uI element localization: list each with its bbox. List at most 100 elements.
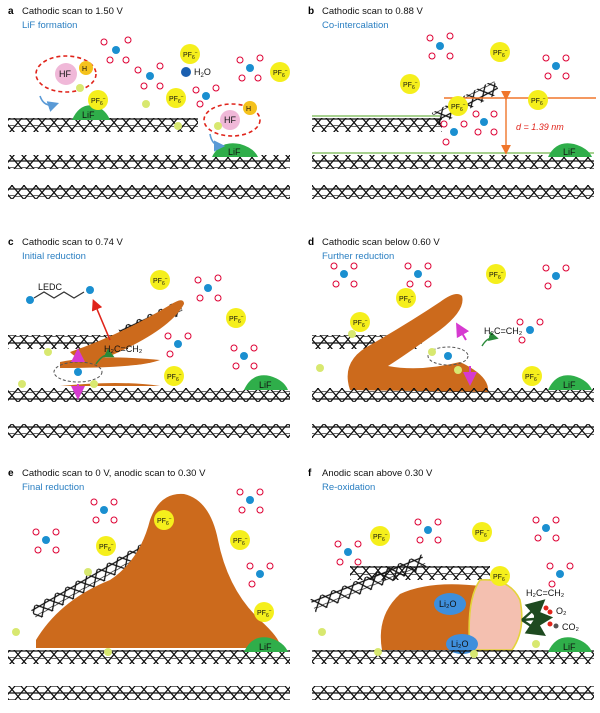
solvated-li-cluster — [546, 562, 574, 588]
electron — [454, 366, 462, 374]
o2-molecule — [543, 605, 549, 611]
hf-reaction-ring — [35, 55, 97, 93]
pf6-anion: PF6− — [472, 522, 492, 542]
solvated-li-cluster — [330, 262, 358, 288]
ethylene-label: H₂C=CH₂ — [104, 344, 143, 354]
li-ion — [86, 286, 94, 294]
hf-molecule — [55, 63, 77, 85]
lif-deposit — [548, 143, 592, 157]
pf6-anion: PF6− — [226, 308, 246, 328]
solvated-li-cluster — [230, 344, 258, 370]
panel-subtitle-b: Co-intercalation — [322, 20, 389, 31]
solvated-li-cluster — [414, 518, 442, 544]
solvated-li-cluster — [236, 54, 264, 82]
pf6-anion: PF6− — [254, 602, 274, 622]
reaction-arrow — [209, 133, 226, 152]
panel-title-e: Cathodic scan to 0 V, anodic scan to 0.3… — [22, 468, 206, 479]
pf6-anion: PF6− — [96, 536, 116, 556]
electron — [44, 348, 52, 356]
h2-label: H — [82, 66, 87, 73]
spacing-label: d = 1.39 nm — [516, 122, 564, 132]
li-ion — [444, 352, 452, 360]
li2o-label: Li₂O — [439, 599, 457, 609]
svg-text:PF6−: PF6− — [353, 318, 368, 329]
li2o-particle — [434, 593, 466, 615]
svg-text:PF6−: PF6− — [233, 536, 248, 547]
lif-deposit — [244, 637, 288, 652]
ledc-molecule — [33, 291, 85, 299]
reduction-arrow — [456, 322, 470, 341]
graphene-layer — [8, 118, 198, 132]
gas-evolution-arrow — [521, 599, 546, 621]
svg-text:PF6−: PF6− — [451, 102, 466, 113]
graphene-layer — [312, 118, 442, 132]
sei-organic — [60, 383, 160, 386]
electron — [174, 122, 182, 130]
graphene-layer — [8, 155, 290, 169]
svg-text:PF6−: PF6− — [167, 372, 182, 383]
electron — [470, 650, 478, 658]
svg-text:PF6−: PF6− — [475, 528, 490, 539]
sei-organic — [70, 300, 184, 360]
solvation-shell — [427, 346, 469, 366]
solvated-li-cluster — [542, 54, 570, 80]
electron — [374, 648, 382, 656]
solvated-li-cluster — [90, 498, 118, 524]
li-ion — [74, 368, 82, 376]
panel-subtitle-f: Re-oxidation — [322, 482, 375, 493]
solvated-li-cluster — [472, 110, 498, 136]
lif-label: LiF — [563, 147, 576, 157]
solvated-li-cluster — [334, 540, 362, 566]
svg-text:PF6−: PF6− — [403, 80, 418, 91]
lif-label: LiF — [82, 110, 95, 120]
svg-text:PF6−: PF6− — [257, 608, 272, 619]
li2o-particle — [446, 634, 478, 654]
panel-letter-b: b — [308, 6, 314, 17]
o2-label: O₂ — [556, 606, 567, 616]
hf-label: HF — [59, 69, 71, 79]
solvated-li-cluster — [246, 562, 274, 588]
lif-label: LiF — [228, 147, 241, 157]
solvated-li-cluster — [100, 36, 132, 64]
solvated-li-cluster — [516, 318, 544, 344]
pf6-anion: PF6− — [370, 526, 390, 546]
solvated-li-cluster — [134, 62, 164, 90]
solvation-shell — [53, 361, 103, 383]
water-label: H2O — [194, 67, 211, 79]
lif-label: LiF — [563, 380, 576, 390]
pf6-anion: PF6− — [528, 90, 548, 110]
graphene-layer-expanded — [30, 538, 159, 621]
svg-text:PF6−: PF6− — [183, 50, 198, 61]
graphene-layer — [312, 388, 594, 402]
electron — [12, 628, 20, 636]
panel-subtitle-e: Final reduction — [22, 482, 84, 493]
pf6-anion: PF6− — [166, 88, 186, 108]
pf6-anion: PF6− — [396, 288, 416, 308]
electron — [348, 330, 356, 338]
pf6-anion: PF6− — [270, 62, 290, 82]
panel-letter-f: f — [308, 468, 312, 479]
sei-organic — [36, 493, 281, 648]
reaction-arrow — [39, 95, 60, 112]
o2-molecule — [547, 609, 553, 615]
co2-molecule — [553, 623, 559, 629]
gas-evolution-arrow — [521, 617, 546, 636]
svg-text:PF6−: PF6− — [153, 276, 168, 287]
solvated-li-cluster — [542, 264, 570, 290]
lif-label: LiF — [259, 642, 272, 652]
hf-label: HF — [224, 115, 236, 125]
graphene-layer — [312, 155, 594, 169]
panel-title-a: Cathodic scan to 1.50 V — [22, 6, 124, 17]
panel-subtitle-c: Initial reduction — [22, 251, 86, 262]
sei-reoxidized — [468, 579, 523, 651]
pf6-anion: PF6− — [230, 530, 250, 550]
li-ion — [26, 296, 34, 304]
panel-letter-c: c — [8, 237, 14, 248]
co2-label: CO₂ — [562, 622, 580, 632]
panel-b: b Cathodic scan to 0.88 V Co-intercalati… — [308, 6, 596, 199]
solvated-li-cluster — [236, 488, 264, 514]
pf6-anion: PF6− — [522, 366, 542, 386]
panel-letter-d: d — [308, 237, 314, 248]
lif-deposit — [244, 375, 288, 390]
panel-e: e Cathodic scan to 0 V, anodic scan to 0… — [8, 468, 290, 700]
